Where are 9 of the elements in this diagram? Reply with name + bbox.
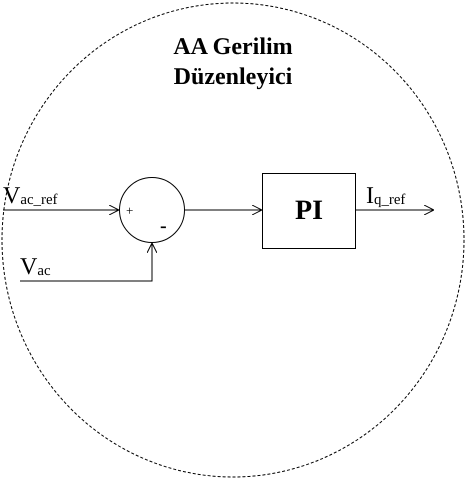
signal-arrow [2, 204, 120, 216]
minus-sign: - [160, 216, 167, 236]
signal-arrow [184, 204, 262, 216]
signal-arrow [20, 242, 158, 282]
signal-arrow [356, 204, 434, 216]
controller-block [262, 173, 356, 249]
block-title: AA Gerilim Düzenleyici [172, 33, 294, 92]
block-label: PI [295, 195, 323, 227]
plus-sign: + [126, 204, 134, 217]
